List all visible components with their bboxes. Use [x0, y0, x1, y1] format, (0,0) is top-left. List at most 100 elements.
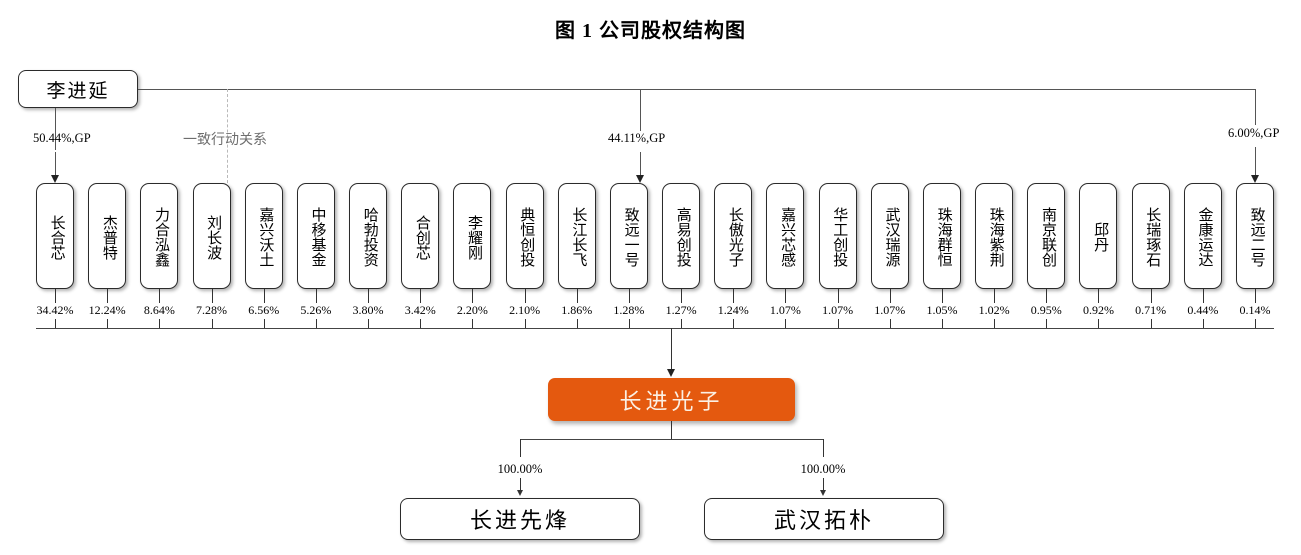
shareholder-pct: 1.07%	[822, 303, 854, 317]
shareholder-pct: 1.05%	[926, 303, 958, 317]
shareholder-stem-line	[837, 289, 839, 303]
controller-branch-line-2b	[640, 152, 641, 176]
shareholder-pct: 12.24%	[88, 303, 126, 317]
company-box: 长进光子	[548, 378, 795, 421]
shareholder-stem-line	[55, 289, 56, 303]
shareholder-stem-line	[107, 289, 109, 303]
shareholder-box: 致远一号	[609, 183, 648, 289]
shareholder-pct: 1.02%	[978, 303, 1010, 317]
shareholder-stem-line-lower	[733, 319, 735, 329]
concerted-action-label: 一致行动关系	[183, 133, 267, 148]
shareholder-stem-line	[1255, 289, 1256, 303]
shareholder-pct: 6.56%	[248, 303, 280, 317]
shareholder-stem-line-lower	[368, 319, 370, 329]
controller-bus-line	[138, 89, 1255, 90]
controller-holding-label-1: 50.44%,GP	[33, 131, 91, 145]
controller-arrow-3	[1250, 175, 1259, 183]
company-arrow	[666, 369, 675, 377]
shareholder-stem-line	[994, 289, 996, 303]
shareholder-box: 长傲光子	[714, 183, 753, 289]
shareholder-pct: 3.80%	[352, 303, 384, 317]
shareholder-stem-line	[785, 289, 787, 303]
shareholder-box: 力合泓鑫	[140, 183, 179, 289]
shareholder-box: 哈勃投资	[349, 183, 388, 289]
shareholder-box: 刘长波	[192, 183, 231, 289]
shareholder-box: 李耀刚	[453, 183, 492, 289]
shareholder-box: 嘉兴芯感	[766, 183, 805, 289]
shareholder-box: 长瑞琢石	[1131, 183, 1170, 289]
shareholder-box: 南京联创	[1027, 183, 1066, 289]
controller-branch-line-1	[55, 108, 56, 150]
controller-arrow-1	[50, 175, 59, 183]
shareholder-stem-line-lower	[628, 319, 630, 329]
shareholder-stem-line	[420, 289, 422, 303]
shareholder-stem-line-lower	[576, 319, 578, 329]
shareholder-name: 金康运达	[1196, 207, 1213, 267]
subsidiary-branch-line-2	[823, 439, 824, 457]
shareholder-stem-line-lower	[1150, 319, 1152, 329]
shareholder-box: 高易创投	[662, 183, 701, 289]
shareholder-stem-line-lower	[837, 319, 839, 329]
shareholder-stem-line-lower	[681, 319, 683, 329]
shareholder-pct: 3.42%	[404, 303, 436, 317]
shareholder-box: 邱丹	[1079, 183, 1118, 289]
controller-branch-line-3	[1255, 89, 1256, 125]
shareholder-pct: 0.14%	[1239, 303, 1271, 317]
shareholder-stem-line-lower	[55, 319, 56, 329]
shareholder-stem-line-lower	[785, 319, 787, 329]
controller-name: 李进延	[46, 80, 110, 102]
shareholder-name: 长江长飞	[570, 207, 587, 267]
shareholder-stem-line-lower	[1202, 319, 1204, 329]
shareholder-name: 合创芯	[413, 214, 430, 260]
shareholder-name: 力合泓鑫	[153, 207, 169, 267]
shareholder-name: 典恒创投	[518, 207, 535, 267]
shareholder-stem-line-lower	[941, 319, 943, 329]
shareholder-pct: 7.28%	[196, 303, 228, 317]
shareholder-stem-line-lower	[107, 319, 109, 329]
shareholder-pct: 1.07%	[874, 303, 906, 317]
shareholder-box: 嘉兴沃土	[244, 183, 283, 289]
shareholder-stem-line	[941, 289, 943, 303]
shareholder-pct: 1.24%	[717, 303, 749, 317]
shareholder-stem-line-lower	[420, 319, 422, 329]
controller-holding-label-3: 6.00%,GP	[1228, 126, 1280, 140]
shareholder-name: 长瑞琢石	[1144, 207, 1161, 267]
shareholder-name: 南京联创	[1039, 207, 1056, 267]
shareholder-name: 中移基金	[309, 207, 326, 267]
shareholder-stem-line	[576, 289, 578, 303]
shareholder-stem-line	[628, 289, 630, 303]
shareholder-stem-line	[159, 289, 161, 303]
shareholder-box: 珠海群恒	[922, 183, 961, 289]
aggregate-bus-line	[36, 328, 1274, 329]
page-title: 图 1 公司股权结构图	[555, 20, 746, 42]
shareholder-stem-line	[1098, 289, 1100, 303]
shareholder-stem-line	[1202, 289, 1204, 303]
controller-holding-label-2: 44.11%,GP	[608, 131, 666, 145]
shareholder-name: 李耀刚	[466, 214, 483, 260]
subsidiary-stem-line	[671, 421, 672, 439]
subsidiary-bus-line	[520, 439, 823, 440]
shareholder-stem-line	[211, 289, 213, 303]
shareholder-name: 华工创投	[831, 207, 848, 267]
subsidiary-branch-line-2b	[823, 478, 824, 491]
shareholder-stem-line-lower	[1255, 319, 1256, 329]
shareholder-stem-line-lower	[159, 319, 161, 329]
shareholder-name: 高易创投	[674, 207, 691, 267]
shareholder-box: 武汉瑞源	[870, 183, 909, 289]
shareholder-name: 珠海紫荆	[987, 207, 1004, 267]
shareholder-stem-line	[733, 289, 735, 303]
company-feed-line	[671, 328, 672, 370]
shareholder-box: 金康运达	[1183, 183, 1222, 289]
subsidiary-box-2: 武汉拓朴	[704, 498, 944, 540]
shareholder-name: 嘉兴芯感	[779, 207, 796, 267]
subsidiary-arrow-2	[819, 490, 826, 496]
shareholder-stem-line	[1150, 289, 1152, 303]
shareholder-name: 长合芯	[48, 214, 65, 260]
shareholder-box: 典恒创投	[505, 183, 544, 289]
subsidiary-pct-2: 100.00%	[800, 462, 846, 476]
shareholder-stem-line-lower	[263, 319, 265, 329]
shareholder-stem-line-lower	[994, 319, 996, 329]
shareholder-pct: 0.71%	[1135, 303, 1167, 317]
concerted-action-dashed-line	[227, 89, 228, 183]
